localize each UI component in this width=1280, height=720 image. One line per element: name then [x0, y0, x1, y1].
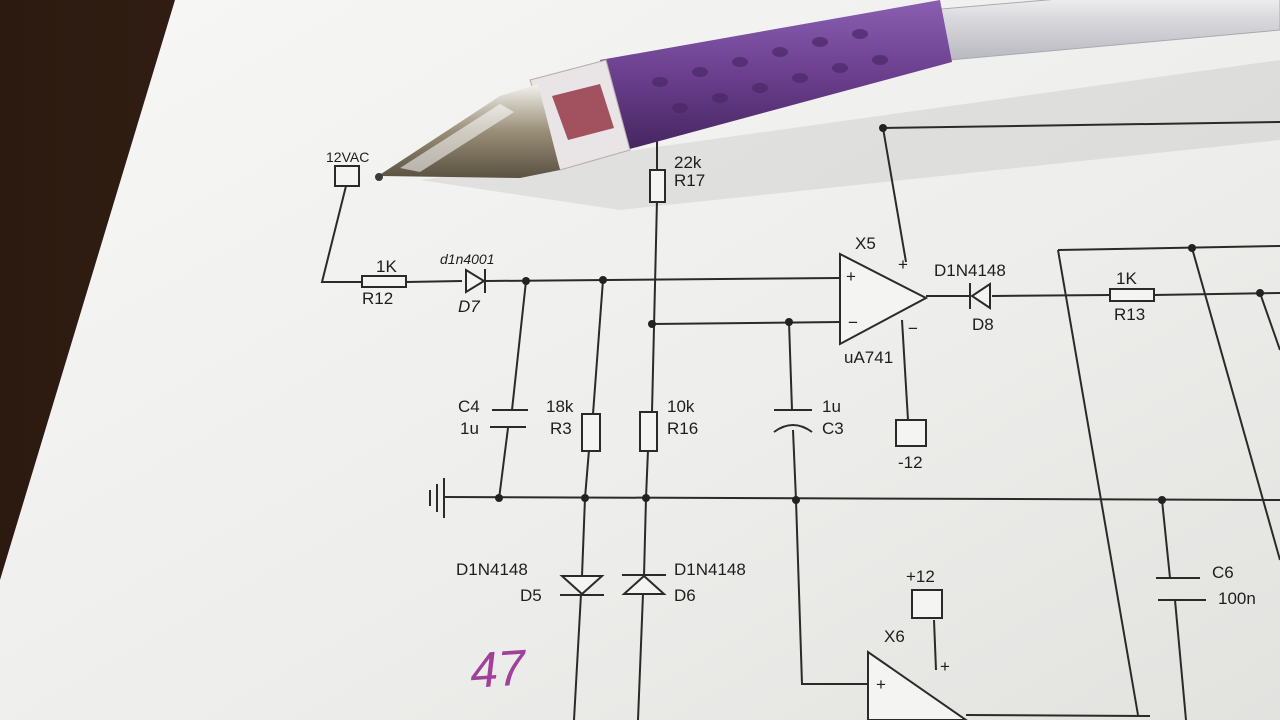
- diode-d8: [969, 282, 991, 310]
- d8-value: D1N4148: [934, 261, 1006, 280]
- resistor-r17: [649, 169, 666, 203]
- grip-texture: [652, 29, 888, 113]
- capacitor-c6: [1156, 577, 1206, 601]
- input-label: 12VAC: [326, 149, 369, 165]
- x5-supply-plus: +: [898, 255, 908, 274]
- opamp-x5: [839, 252, 929, 346]
- junction-nodes: [495, 124, 1264, 504]
- r13-ref: R13: [1114, 305, 1145, 324]
- c4-ref: C4: [458, 397, 480, 416]
- c6-value: 100n: [1218, 589, 1256, 608]
- x5-plus: +: [846, 267, 856, 286]
- x6-plus: +: [876, 675, 886, 694]
- d5-value: D1N4148: [456, 560, 528, 579]
- x5-supply-minus: −: [908, 319, 918, 338]
- diode-d7: [465, 268, 486, 294]
- plus-supply-label: +12: [906, 567, 935, 586]
- r12-value: 1K: [376, 257, 397, 276]
- r3-value: 18k: [546, 397, 574, 416]
- handwritten-note: 47: [468, 639, 530, 699]
- diode-d6: [621, 574, 667, 595]
- x6-supply-plus: +: [940, 657, 950, 676]
- c6-ref: C6: [1212, 563, 1234, 582]
- x5-part: uA741: [844, 348, 893, 367]
- plus-supply-terminal: [911, 589, 943, 619]
- r16-value: 10k: [667, 397, 695, 416]
- c4-value: 1u: [460, 419, 479, 438]
- d5-ref: D5: [520, 586, 542, 605]
- diode-d5: [559, 575, 605, 596]
- x6-ref: X6: [884, 627, 905, 646]
- resistor-r16: [639, 411, 658, 452]
- wires: [320, 121, 1280, 720]
- d6-ref: D6: [674, 586, 696, 605]
- resistor-r3: [581, 413, 601, 452]
- labels: 12VAC 1K R12 d1n4001 D7 22k R17 X5 + − +…: [326, 149, 1256, 699]
- opamp-x6: [867, 650, 968, 720]
- minus-supply-terminal: [895, 419, 927, 447]
- minus-supply-label: -12: [898, 453, 923, 472]
- pen-ink-window: [552, 84, 614, 140]
- input-terminal: [334, 165, 360, 187]
- x5-minus: −: [848, 313, 858, 332]
- r12-ref: R12: [362, 289, 393, 308]
- r17-ref: R17: [674, 171, 705, 190]
- d8-ref: D8: [972, 315, 994, 334]
- d7-value: d1n4001: [440, 251, 495, 267]
- c3-value: 1u: [822, 397, 841, 416]
- x5-ref: X5: [855, 234, 876, 253]
- r17-value: 22k: [674, 153, 702, 172]
- r16-ref: R16: [667, 419, 698, 438]
- resistor-r13: [1109, 288, 1155, 302]
- pen-ball: [375, 173, 383, 181]
- d6-value: D1N4148: [674, 560, 746, 579]
- c3-ref: C3: [822, 419, 844, 438]
- pen-tip-highlight: [400, 104, 514, 172]
- r3-ref: R3: [550, 419, 572, 438]
- pen: [375, 0, 1280, 181]
- ground-symbol: [429, 478, 445, 518]
- capacitor-c4: [490, 409, 528, 428]
- pen-shadow: [420, 60, 1280, 210]
- capacitor-c3: [773, 409, 813, 433]
- d7-ref: D7: [458, 297, 480, 316]
- resistor-r12: [361, 275, 407, 288]
- r13-value: 1K: [1116, 269, 1137, 288]
